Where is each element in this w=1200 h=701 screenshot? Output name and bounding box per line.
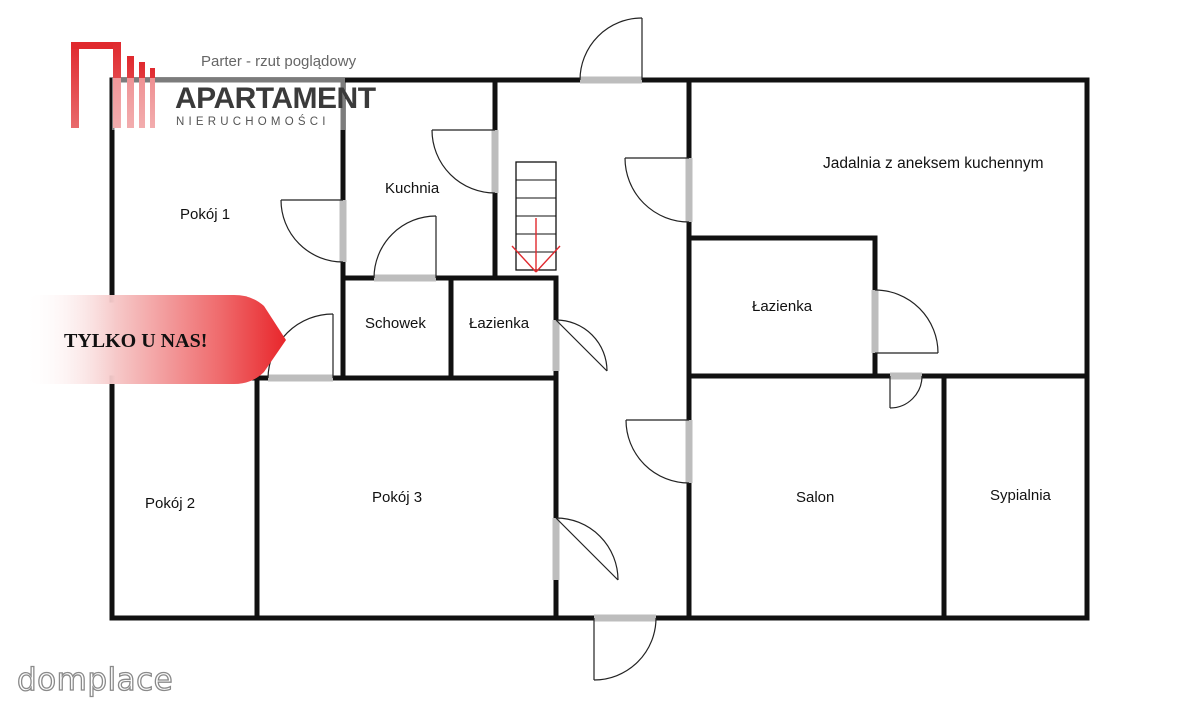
room-label-sypialnia: Sypialnia: [990, 487, 1052, 504]
room-label-jadalnia: Jadalnia z aneksem kuchennym: [823, 155, 1044, 172]
company-logo: [71, 42, 155, 128]
doors: [267, 17, 939, 681]
plan-subtitle: Parter - rzut poglądowy: [201, 53, 357, 70]
room-label-lazienka-small: Łazienka: [469, 315, 530, 332]
walls: [109, 77, 1090, 621]
room-label-pokoj1: Pokój 1: [180, 206, 230, 223]
room-label-pokoj2: Pokój 2: [145, 495, 195, 512]
room-label-lazienka-east: Łazienka: [752, 298, 813, 315]
room-label-kuchnia: Kuchnia: [385, 180, 440, 197]
room-label-schowek: Schowek: [365, 315, 426, 332]
badge: TYLKO U NAS!: [24, 295, 286, 384]
brand-name: APARTAMENT: [175, 82, 376, 115]
room-label-pokoj3: Pokój 3: [372, 489, 422, 506]
logo-backdrop: [112, 78, 345, 130]
brand-tagline: NIERUCHOMOŚCI: [176, 115, 330, 128]
room-label-salon: Salon: [796, 489, 834, 506]
watermark: domplace: [17, 662, 173, 698]
badge-text: TYLKO U NAS!: [64, 330, 207, 352]
stairs: [511, 161, 561, 273]
